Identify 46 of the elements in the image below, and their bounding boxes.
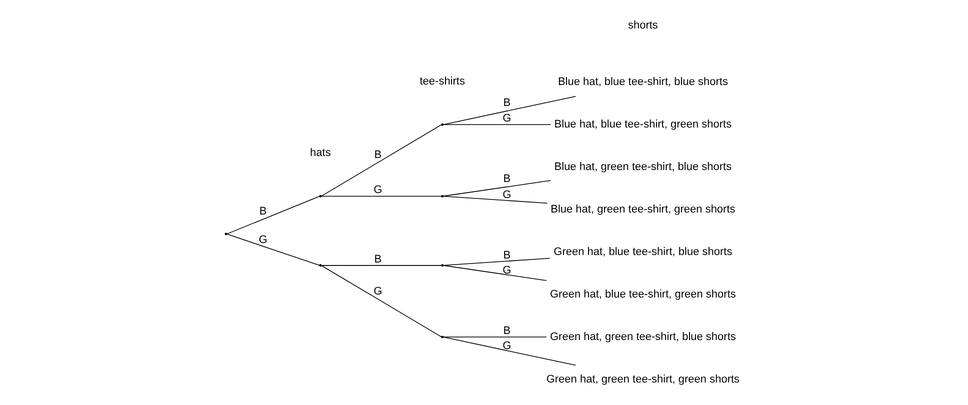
edge-label: G: [374, 286, 382, 298]
node-point: [441, 194, 444, 198]
connector: [442, 336, 547, 338]
edge-label: G: [502, 264, 512, 276]
node-text: Blue hat, blue tee-shirt, green shorts: [554, 118, 732, 131]
connector: [320, 196, 442, 197]
label: hats: [310, 146, 331, 159]
label: shorts: [628, 19, 658, 32]
node-text: Blue hat, green tee-shirt, green shorts: [550, 203, 736, 216]
node-point: [319, 194, 322, 198]
edge-label: G: [258, 234, 268, 246]
node-text: Blue hat, blue tee-shirt, blue shorts: [558, 76, 728, 88]
edge-label: B: [503, 325, 511, 338]
connector: [442, 265, 547, 281]
edge-label: G: [502, 340, 512, 352]
node-text: Green hat, green tee-shirt, blue shorts: [550, 330, 736, 343]
connector: [320, 265, 442, 338]
node-text: Green hat, blue tee-shirt, blue shorts: [554, 246, 732, 258]
node-text: Green hat, blue tee-shirt, green shorts: [550, 288, 736, 300]
node-point: [441, 336, 444, 338]
node-text: Green hat, green tee-shirt, green shorts: [546, 373, 740, 386]
node-point: [224, 232, 228, 236]
label: tee-shirts: [420, 75, 465, 88]
connector: [320, 265, 442, 266]
edge-label: G: [502, 112, 512, 125]
edge-label: B: [503, 173, 511, 186]
connector: [442, 124, 552, 126]
node-point: [441, 264, 444, 267]
node-point: [441, 123, 444, 126]
connector: [442, 258, 550, 266]
connector: [320, 124, 442, 197]
node-point: [319, 264, 322, 267]
edge-label: B: [259, 205, 267, 218]
edge-label: B: [503, 250, 511, 262]
connector: [226, 196, 320, 234]
edge-label: B: [374, 148, 382, 161]
node-text: Blue hat, green tee-shirt, blue shorts: [554, 161, 732, 174]
edge-label: B: [503, 96, 511, 109]
edge-label: B: [374, 253, 382, 266]
connector: [442, 196, 548, 204]
connector: [442, 180, 552, 197]
edge-label: G: [502, 188, 512, 201]
connector: [442, 336, 576, 366]
edge-label: G: [374, 184, 382, 196]
connector: [226, 234, 320, 266]
connector: [442, 96, 576, 125]
